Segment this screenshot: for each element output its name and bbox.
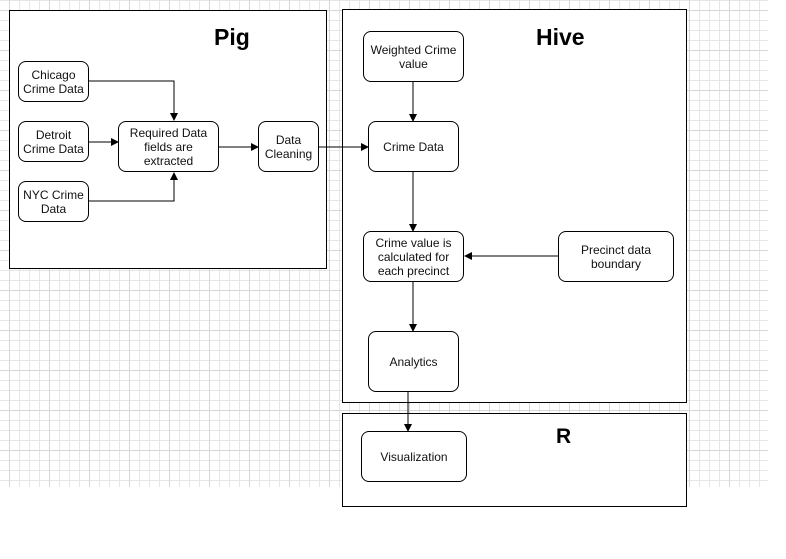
visualization-node[interactable]: Visualization (361, 431, 467, 482)
edge-nyc-to-required (88, 172, 178, 202)
nyc-crime-data-node[interactable]: NYC Crime Data (18, 181, 89, 222)
detroit-crime-data-node[interactable]: Detroit Crime Data (18, 121, 89, 162)
hive-title: Hive (536, 24, 585, 50)
pig-title: Pig (214, 24, 250, 50)
required-fields-extracted-node[interactable]: Required Data fields are extracted (118, 121, 219, 172)
edge-chicago-to-required (88, 80, 178, 121)
chicago-crime-data-node[interactable]: Chicago Crime Data (18, 61, 89, 102)
analytics-node[interactable]: Analytics (368, 331, 459, 392)
precinct-data-boundary-node[interactable]: Precinct data boundary (558, 231, 674, 282)
crime-value-per-precinct-node[interactable]: Crime value is calculated for each preci… (363, 231, 464, 282)
data-cleaning-node[interactable]: Data Cleaning (258, 121, 319, 172)
crime-data-node[interactable]: Crime Data (368, 121, 459, 172)
weighted-crime-value-node[interactable]: Weighted Crime value (363, 31, 464, 82)
r-title: R (556, 425, 572, 448)
